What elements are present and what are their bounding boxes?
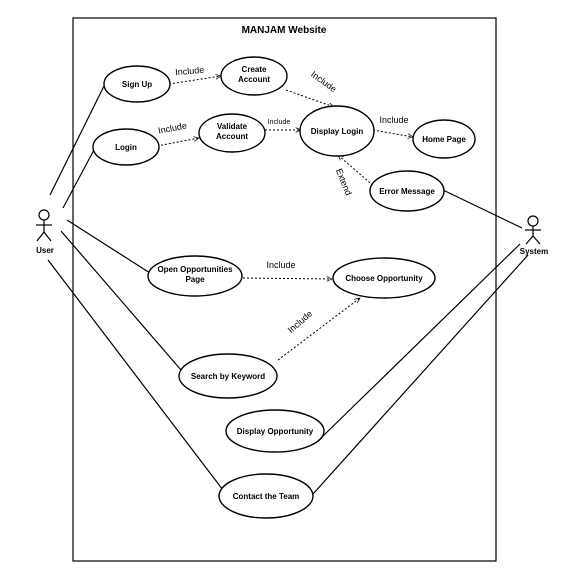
open-opportunities-label-line2: Page bbox=[185, 275, 205, 284]
user-associations bbox=[47, 81, 227, 495]
login-validate-label: Include bbox=[157, 120, 187, 135]
validate-account-label-line2: Account bbox=[216, 132, 248, 141]
use-case-choose-opportunity[interactable]: Choose Opportunity bbox=[332, 257, 436, 299]
create-account-label-line2: Account bbox=[238, 75, 270, 84]
use-case-create-account[interactable]: Create Account bbox=[220, 56, 288, 96]
open-opportunities-label-line1: Open Opportunities bbox=[157, 265, 233, 274]
error-display-label: Extend bbox=[334, 167, 354, 197]
use-case-login[interactable]: Login bbox=[92, 128, 160, 166]
contact-the-team-label: Contact the Team bbox=[233, 492, 300, 501]
use-case-error-message[interactable]: Error Message bbox=[369, 170, 445, 212]
diagram-title: MANJAM Website bbox=[242, 25, 327, 36]
user-actor-label: User bbox=[36, 246, 54, 255]
choose-opportunity-label: Choose Opportunity bbox=[345, 274, 423, 283]
system-associations bbox=[312, 189, 529, 495]
use-case-home-page[interactable]: Home Page bbox=[412, 119, 476, 159]
display-login-label: Display Login bbox=[311, 127, 364, 136]
open-choose-dependency bbox=[242, 278, 332, 279]
system-boundary bbox=[72, 17, 497, 562]
signup-create-dependency bbox=[168, 76, 221, 85]
error-message-label: Error Message bbox=[379, 187, 435, 196]
search-choose-dependency bbox=[277, 298, 360, 361]
use-case-display-opportunity[interactable]: Display Opportunity bbox=[225, 409, 325, 453]
use-case-validate-account[interactable]: Validate Account bbox=[198, 113, 266, 153]
sign-up-label: Sign Up bbox=[122, 80, 152, 89]
signup-create-label: Include bbox=[175, 65, 205, 77]
use-case-sign-up[interactable]: Sign Up bbox=[103, 65, 171, 103]
display-home-label: Include bbox=[379, 115, 408, 125]
validate-account-label-line1: Validate bbox=[217, 122, 248, 131]
open-choose-label: Include bbox=[266, 260, 295, 270]
display-opportunity-label: Display Opportunity bbox=[237, 427, 314, 436]
use-case-display-login[interactable]: Display Login bbox=[299, 105, 375, 157]
dependencies bbox=[156, 76, 413, 361]
home-page-label: Home Page bbox=[422, 135, 466, 144]
use-case-contact-the-team[interactable]: Contact the Team bbox=[218, 473, 314, 519]
system-actor bbox=[525, 215, 541, 245]
validate-display-label: Include bbox=[268, 119, 291, 126]
create-account-label-line1: Create bbox=[242, 65, 267, 74]
error-display-dependency bbox=[338, 155, 377, 189]
use-case-open-opportunities-page[interactable]: Open Opportunities Page bbox=[147, 255, 243, 297]
create-display-dependency bbox=[285, 89, 334, 107]
search-by-keyword-label: Search by Keyword bbox=[191, 372, 265, 381]
create-display-label: Include bbox=[309, 69, 338, 94]
search-choose-label: Include bbox=[286, 308, 314, 335]
display-home-dependency bbox=[372, 129, 413, 137]
user-actor bbox=[36, 209, 52, 242]
login-validate-dependency bbox=[156, 138, 199, 147]
login-label: Login bbox=[115, 143, 137, 152]
system-actor-label: System bbox=[520, 247, 548, 256]
use-case-search-by-keyword[interactable]: Search by Keyword bbox=[178, 353, 278, 399]
